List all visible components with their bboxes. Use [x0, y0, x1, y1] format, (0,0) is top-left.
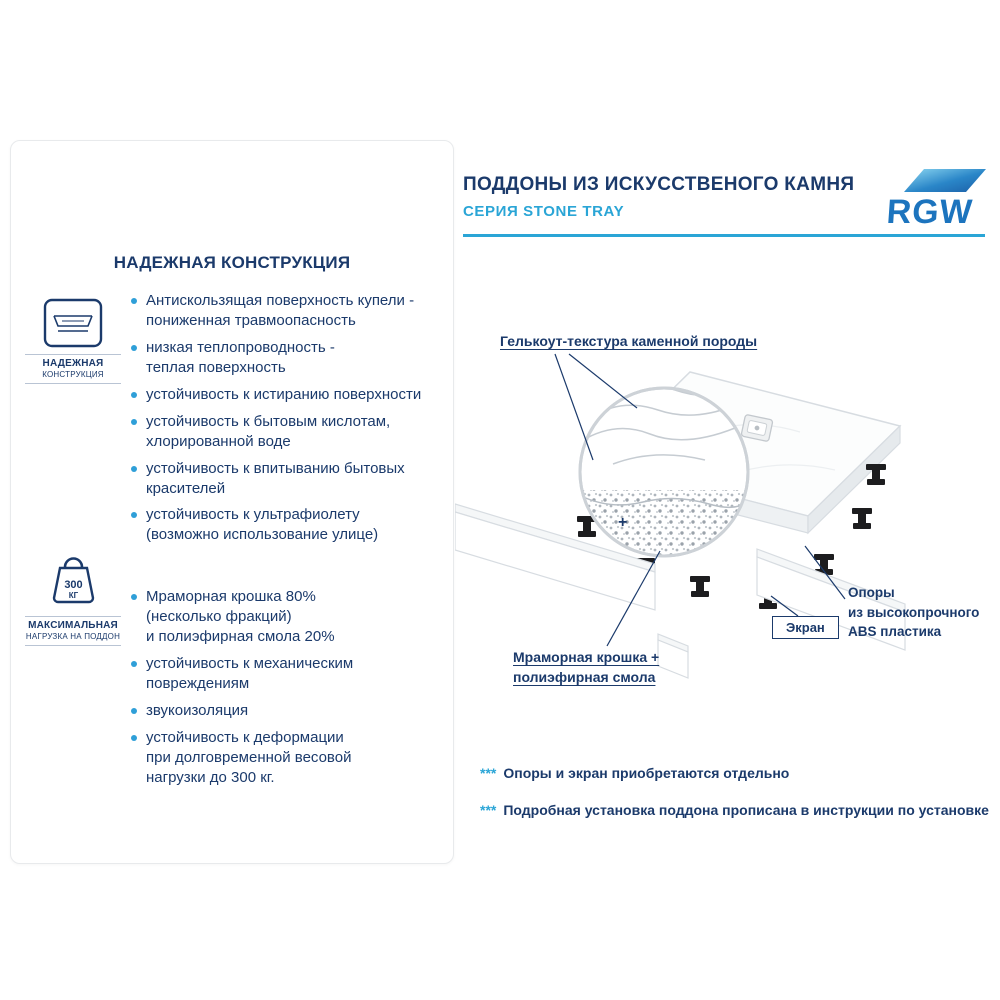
- plus-sign: +: [618, 514, 627, 531]
- material-features-list: Мраморная крошка 80% (несколько фракций)…: [129, 587, 451, 794]
- feature-item: устойчивость к истиранию поверхности: [129, 385, 451, 405]
- feature-text: устойчивость к механическим повреждениям: [146, 654, 354, 692]
- supports-line: [804, 545, 846, 600]
- weight-value: 300: [64, 579, 82, 591]
- screen-label: Экран: [772, 616, 839, 639]
- features-panel: НАДЕЖНАЯ КОНСТРУКЦИЯ НАДЕЖНАЯ КОНСТРУКЦИ…: [10, 140, 454, 864]
- feature-text: Мраморная крошка 80% (несколько фракций)…: [146, 588, 335, 645]
- feature-item: Антискользящая поверхность купели - пони…: [129, 291, 451, 331]
- logo-text: RGW: [888, 193, 974, 228]
- badge-label-line1: МАКСИМАЛЬНАЯ: [28, 620, 118, 631]
- header-divider: [463, 234, 985, 237]
- feature-item: Мраморная крошка 80% (несколько фракций)…: [129, 587, 451, 647]
- screen-line: [770, 595, 799, 617]
- shower-tray-diagram: +: [455, 353, 906, 679]
- surface-features-list: Антискользящая поверхность купели - пони…: [129, 291, 451, 552]
- page-title: ПОДДОНЫ ИЗ ИСКУССТВЕНОГО КАМНЯ: [463, 174, 855, 195]
- bullet-dot-icon: [131, 707, 137, 714]
- corner-screen-piece: [657, 633, 689, 679]
- bullet-dot-icon: [131, 418, 137, 425]
- badge-label-line2: КОНСТРУКЦИЯ: [42, 370, 104, 379]
- feature-text: низкая теплопроводность - теплая поверхн…: [146, 338, 335, 376]
- footnote-accessories: *** Опоры и экран приобретаются отдельно: [480, 765, 789, 781]
- feature-item: низкая теплопроводность - теплая поверхн…: [129, 338, 451, 378]
- feature-text: устойчивость к впитыванию бытовых красит…: [146, 459, 405, 497]
- front-screen-panel: [455, 503, 656, 611]
- feature-text: звукоизоляция: [146, 701, 249, 719]
- feature-text: Антискользящая поверхность купели - пони…: [146, 292, 415, 329]
- series-subtitle: СЕРИЯ STONE TRAY: [463, 203, 625, 220]
- construction-badge-label: НАДЕЖНАЯ КОНСТРУКЦИЯ: [25, 354, 121, 384]
- panel-title: НАДЕЖНАЯ КОНСТРУКЦИЯ: [113, 253, 351, 272]
- feature-text: устойчивость к деформации при долговреме…: [146, 728, 352, 786]
- bullet-dot-icon: [131, 660, 137, 667]
- texture-magnifier: [578, 386, 750, 558]
- gelcoat-line-texture: [568, 353, 638, 409]
- gelcoat-label: Гелькоут-текстура каменной породы: [500, 333, 758, 349]
- max-load-badge: 300 КГ МАКСИМАЛЬНАЯ НАГРУЗКА НА ПОДДОН: [25, 553, 121, 646]
- feature-item: устойчивость к механическим повреждениям: [129, 654, 451, 694]
- weight-unit: КГ: [69, 591, 79, 600]
- footnote-text: Опоры и экран приобретаются отдельно: [503, 765, 790, 781]
- feature-item: устойчивость к деформации при долговреме…: [129, 728, 451, 788]
- bullet-dot-icon: [131, 298, 137, 304]
- badge-label-line1: НАДЕЖНАЯ: [42, 358, 104, 369]
- construction-badge: НАДЕЖНАЯ КОНСТРУКЦИЯ: [25, 297, 121, 384]
- max-load-badge-label: МАКСИМАЛЬНАЯ НАГРУЗКА НА ПОДДОН: [25, 616, 121, 646]
- bullet-dot-icon: [131, 734, 137, 741]
- bullet-dot-icon: [131, 465, 137, 472]
- feature-item: звукоизоляция: [129, 701, 451, 721]
- bullet-dot-icon: [131, 344, 137, 351]
- marble-label: Мраморная крошка + полиэфирная смола: [513, 649, 660, 685]
- footnote-marker: ***: [480, 765, 497, 781]
- weight-300kg-icon: 300 КГ: [52, 557, 95, 604]
- bullet-dot-icon: [131, 512, 137, 519]
- gelcoat-line-tray: [554, 353, 594, 461]
- bullet-dot-icon: [131, 391, 137, 398]
- marble-line: [606, 550, 661, 647]
- drain-cover: [740, 414, 774, 442]
- footnote-installation: *** Подробная установка поддона прописана…: [480, 802, 989, 818]
- feature-item: устойчивость к впитыванию бытовых красит…: [129, 459, 451, 499]
- feature-text: устойчивость к истиранию поверхности: [146, 385, 422, 403]
- feature-item: устойчивость к ультрафиолету (возможно и…: [129, 505, 451, 545]
- rgw-logo-graphic: RGW: [885, 169, 986, 231]
- footnote-marker: ***: [480, 802, 497, 818]
- footnote-text: Подробная установка поддона прописана в …: [503, 802, 989, 818]
- feature-item: устойчивость к бытовым кислотам, хлориро…: [129, 412, 451, 452]
- rgw-logo: RGW: [885, 166, 992, 231]
- badge-label-line2: НАГРУЗКА НА ПОДДОН: [25, 632, 121, 641]
- bullet-dot-icon: [131, 594, 137, 600]
- logo-flag-icon: [904, 169, 986, 192]
- supports-label: Опоры из высокопрочного ABS пластика: [848, 585, 980, 640]
- feature-text: устойчивость к ультрафиолету (возможно и…: [146, 506, 379, 544]
- tray-construction-icon: [43, 298, 103, 348]
- feature-text: устойчивость к бытовым кислотам, хлориро…: [146, 412, 391, 450]
- callout-lines: [554, 353, 846, 647]
